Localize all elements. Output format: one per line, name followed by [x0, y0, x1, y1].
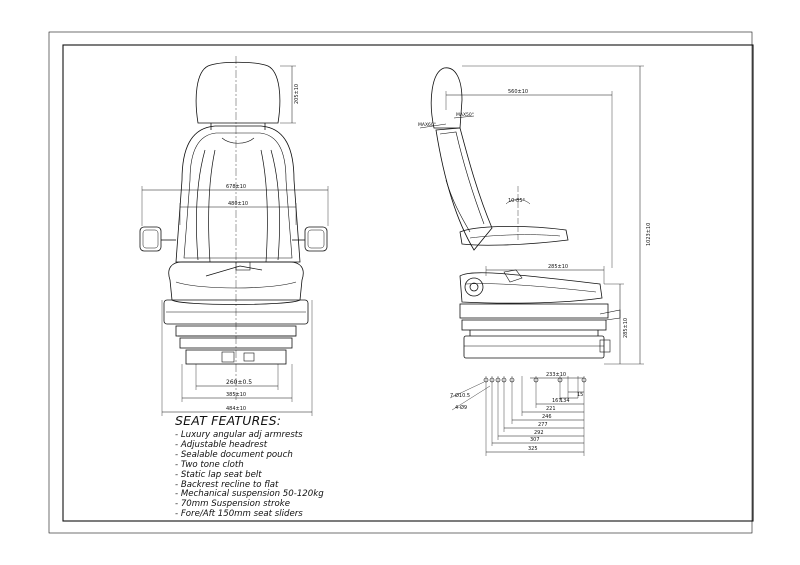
dimension-labels: 205±10 678±10 480±10 260±0.5 385±10 484±…: [226, 84, 652, 452]
overall-depth-dim: 560±10: [508, 89, 528, 95]
feature-item: - Backrest recline to flat: [175, 479, 279, 490]
recline-knob: [464, 277, 484, 297]
headrest-angle-b: MAX50°: [456, 112, 474, 118]
base-height-dim: 285±10: [623, 318, 629, 338]
seat-depth-dim: 285±10: [548, 264, 568, 270]
dim-221: 221: [546, 406, 556, 412]
rail-spacing-dim: 260±0.5: [226, 379, 252, 386]
side-view: [419, 65, 644, 456]
backrest-width-dim: 480±10: [228, 201, 248, 207]
side-seat-cushion: [459, 272, 603, 304]
dim-246: 246: [542, 414, 552, 420]
dim-307: 307: [530, 437, 540, 443]
feature-item: - Two tone cloth: [175, 459, 244, 470]
front-view: [139, 56, 329, 416]
hole-spec-a: 7-Ø10.5: [450, 392, 470, 399]
front-backrest: [175, 125, 301, 263]
right-armrest: [304, 226, 328, 252]
overall-width-dim: 484±10: [226, 406, 246, 412]
mounting-holes: [483, 377, 587, 383]
hole-spec-b: 4-Ø9: [455, 404, 467, 411]
outer-border: [48, 31, 753, 534]
dim-325: 325: [528, 446, 538, 452]
feature-item: - Sealable document pouch: [175, 449, 293, 460]
side-suspension: [463, 335, 605, 359]
left-armrest: [139, 226, 162, 252]
recline-angle-dim: 10-85°: [508, 198, 526, 204]
dim-167: 167: [552, 398, 562, 404]
front-seat-belt: [205, 265, 263, 277]
inner-border: [62, 44, 754, 522]
side-backrest: [435, 127, 493, 251]
feature-item: - Fore/Aft 150mm seat sliders: [175, 509, 303, 520]
headrest-height-dim: 205±10: [294, 84, 300, 104]
side-headrest: [430, 67, 463, 129]
dim-277: 277: [538, 422, 548, 428]
seat-features-list: - Luxury angular adj armrests - Adjustab…: [175, 430, 415, 520]
overall-height-dim: 1023±10: [646, 223, 652, 246]
overall-width-armrests-dim: 678±10: [226, 184, 246, 190]
feature-item: - Static lap seat belt: [175, 469, 262, 480]
side-armrest: [459, 226, 569, 246]
front-headrest: [195, 61, 281, 124]
dim-134: 134: [560, 398, 570, 404]
feature-item: - 70mm Suspension stroke: [175, 499, 291, 510]
seat-features-title: SEAT FEATURES:: [175, 413, 282, 428]
base-width-dim: 385±10: [226, 392, 246, 398]
side-seat-base: [459, 303, 609, 319]
feature-item: - Luxury angular adj armrests: [175, 430, 303, 440]
feature-item: - Mechanical suspension 50-120kg: [175, 489, 324, 500]
front-seat-cushion: [168, 261, 304, 305]
seat-features-panel: SEAT FEATURES: - Luxury angular adj armr…: [175, 413, 415, 520]
feature-item: - Adjustable headrest: [175, 439, 268, 450]
dim-292: 292: [534, 430, 544, 436]
dim-15: 15: [577, 392, 583, 398]
rail-dim: 233±10: [546, 372, 566, 378]
headrest-angle-a: MAX60°: [418, 122, 436, 128]
